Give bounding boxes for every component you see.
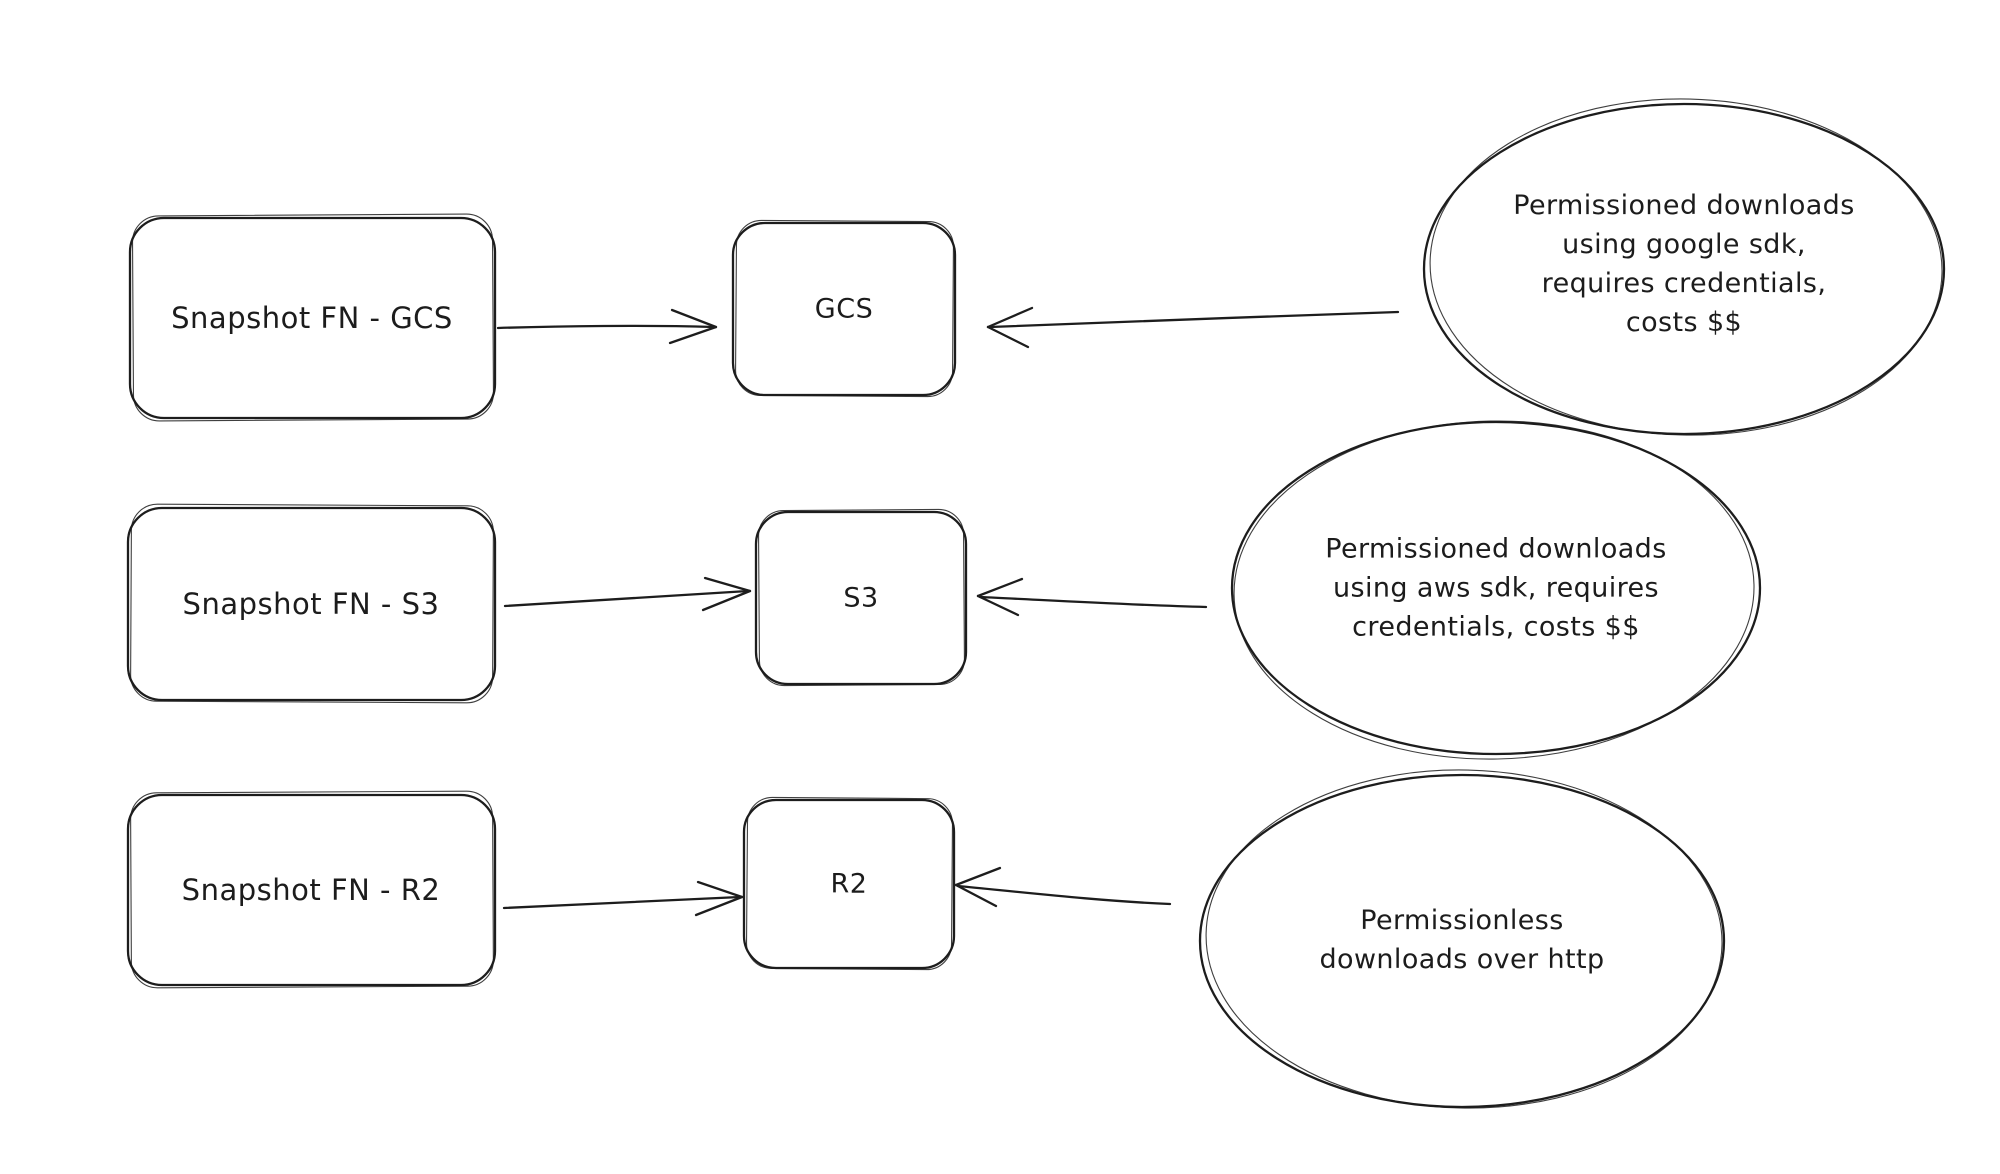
note-r2-text: Permissionless downloads over http (1319, 901, 1604, 979)
note-line: Permissioned downloads (1513, 190, 1855, 221)
note-line: requires credentials, (1541, 268, 1827, 299)
gcs-node-label: GCS (814, 293, 874, 325)
arrow-snapshot-gcs-to-gcs (496, 308, 718, 345)
arrow-note-to-s3 (976, 577, 1208, 617)
note-line: using aws sdk, requires (1332, 572, 1660, 604)
note-line: costs $$ (1625, 307, 1743, 338)
note-line: using google sdk, (1562, 229, 1806, 260)
snapshot-gcs-node-label: Snapshot FN - GCS (171, 301, 453, 335)
s3-node-label: S3 (843, 582, 879, 614)
note-line: downloads over http (1319, 944, 1605, 975)
gcs-node-shape (731, 219, 957, 398)
arrow-snapshot-s3-to-s3 (503, 576, 752, 612)
note-line: Permissionless (1360, 905, 1564, 936)
snapshot-s3-node-shape (126, 503, 497, 704)
note-ellipse-s3-shape (1230, 420, 1762, 760)
note-ellipse-gcs-shape (1422, 98, 1946, 436)
note-s3-text: Permissioned downloads using aws sdk, re… (1325, 530, 1666, 647)
arrow-snapshot-r2-to-r2 (502, 880, 744, 917)
note-line: Permissioned downloads (1325, 533, 1667, 565)
arrow-note-to-r2 (954, 866, 1172, 908)
snapshot-r2-node-label: Snapshot FN - R2 (181, 873, 441, 907)
note-gcs-text: Permissioned downloads using google sdk,… (1513, 186, 1854, 342)
r2-node-shape (742, 796, 956, 971)
arrow-note-to-gcs (986, 306, 1400, 349)
note-ellipse-r2-shape (1198, 769, 1726, 1109)
s3-node-shape (754, 508, 968, 687)
snapshot-s3-node-label: Snapshot FN - S3 (182, 587, 440, 621)
note-line: credentials, costs $$ (1352, 611, 1640, 643)
snapshot-gcs-node-shape (128, 213, 497, 422)
snapshot-r2-node-shape (126, 790, 497, 989)
r2-node-label: R2 (830, 868, 868, 900)
